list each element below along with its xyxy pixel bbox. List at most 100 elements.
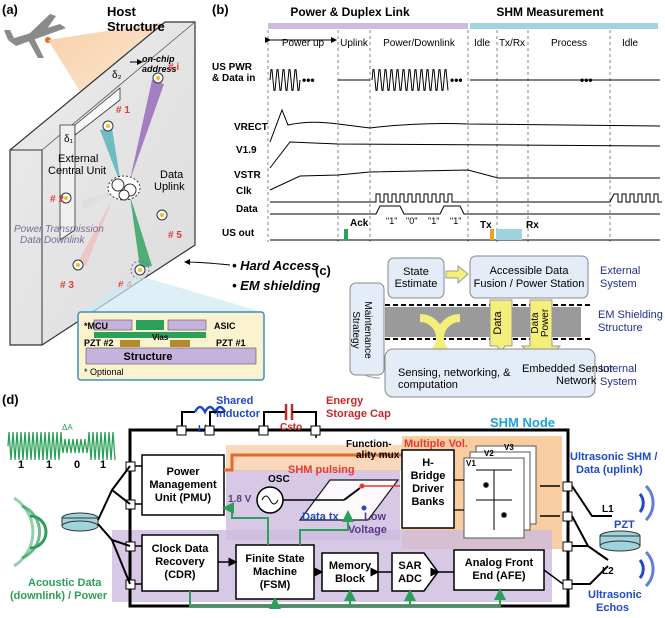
zoom-cone — [78, 278, 262, 312]
central-unit — [107, 175, 141, 201]
phase-power-up: Power up — [282, 38, 325, 49]
fusion-box — [469, 255, 589, 299]
memory-block — [321, 552, 379, 592]
svg-text:•••: ••• — [580, 73, 593, 87]
csto-label: Csto — [280, 422, 302, 433]
v3-label: V3 — [504, 443, 514, 452]
l2-label: L2 — [602, 566, 614, 577]
ray-node-4 — [130, 196, 152, 268]
pmu-block — [141, 454, 225, 516]
rx-window — [496, 229, 522, 240]
acoustic-wave-icon — [13, 496, 48, 568]
sar-adc-block — [391, 552, 439, 592]
header-shm: SHM Measurement — [496, 5, 603, 19]
phase-idle-2: Idle — [622, 38, 639, 49]
acoustic-data-label: Acoustic Data(downlink) / Power — [10, 577, 108, 602]
header-bar-shm — [470, 23, 658, 29]
node-label-3: # 3 — [60, 280, 74, 291]
state-estimate-box — [387, 257, 445, 299]
panel-label-a: (a) — [2, 2, 18, 17]
pzt1-element — [170, 340, 190, 347]
svg-text:•••: ••• — [450, 73, 463, 87]
header-bar-power — [268, 23, 468, 29]
maintenance-label: MaintenanceStrategy — [350, 301, 373, 359]
multiple-vol-label: Multiple Vol. — [404, 438, 468, 450]
signal-clk: Clk — [236, 186, 252, 197]
shm-node-label: SHM Node — [490, 415, 555, 430]
phase-txrx: Tx/Rx — [499, 38, 525, 49]
arrow-to-state — [445, 264, 469, 285]
data-power-label-1: Data — [530, 312, 541, 334]
airplane-icon — [4, 14, 66, 58]
node-label-i: # i — [168, 62, 179, 73]
capacitor-csto-icon — [284, 404, 294, 420]
sensor-node-2 — [60, 192, 72, 204]
maintenance-box — [349, 282, 385, 376]
asic-chip — [167, 319, 207, 331]
phase-idle-1: Idle — [474, 38, 491, 49]
waveform-clk — [270, 193, 662, 203]
downlink-bit-waveform — [7, 431, 116, 461]
bit-label-4: "1" — [450, 216, 461, 226]
pcb-layer — [94, 332, 206, 338]
inset-cross-section: *MCU ASIC Vias PZT #2 PZT #1 Structure *… — [77, 311, 265, 381]
panel-label-d: (d) — [2, 392, 19, 407]
hbridge-switch-array — [463, 445, 537, 539]
waveform-vrect — [269, 108, 661, 143]
inset-mcu-label: *MCU — [84, 321, 108, 331]
l1-label: L1 — [602, 504, 614, 515]
via-block — [136, 320, 164, 330]
shm-pulsing-label: SHM pulsing — [288, 464, 355, 476]
waveform-data — [270, 205, 660, 215]
bit-2: 1 — [46, 459, 52, 471]
bullet-hard-access: • Hard Access — [232, 258, 318, 273]
wall-rib-1 — [59, 124, 76, 241]
sensor-node-i — [152, 72, 164, 84]
bullet-em-shielding: • EM shielding — [232, 278, 320, 293]
node-label-5: # 5 — [168, 230, 182, 241]
inset-pzt2-label: PZT #2 — [84, 338, 114, 348]
v1-label: V1 — [466, 459, 476, 468]
green-control-wires — [189, 502, 506, 609]
v18-label: 1.8 V — [228, 494, 252, 505]
structure-layer — [85, 347, 257, 365]
bit-label-1: "1" — [386, 216, 397, 226]
functionality-mux — [283, 479, 400, 521]
ray-node-1 — [100, 128, 121, 185]
waveform-us-pwr-1 — [269, 69, 301, 91]
signal-us-out: US out — [222, 228, 255, 239]
delta1-label: δ₁ — [64, 134, 74, 145]
delta2-label: δ₂ — [112, 70, 122, 81]
signal-vstr: VSTR — [234, 170, 261, 181]
mcu-chip — [93, 319, 133, 331]
inset-asic-label: ASIC — [214, 321, 236, 331]
ray-node-i — [130, 80, 164, 180]
tx-label: Tx — [480, 220, 492, 231]
v2-label: V2 — [484, 449, 494, 458]
phase-dividers — [267, 30, 611, 242]
hbridge-block — [401, 449, 455, 529]
sensor-node-4 — [130, 260, 150, 280]
lb-label: Lb — [198, 424, 210, 435]
tx-pulse — [490, 229, 494, 240]
panel-label-b: (b) — [212, 2, 229, 17]
sensing-label: Sensing, networking, &computation — [398, 367, 511, 391]
cdr-block — [141, 534, 219, 592]
pzt-label: PZT — [614, 519, 635, 531]
node-label-1: # 1 — [116, 105, 130, 116]
waveform-us-pwr-2 — [371, 69, 449, 91]
inset-pzt1-label: PZT #1 — [216, 338, 246, 348]
